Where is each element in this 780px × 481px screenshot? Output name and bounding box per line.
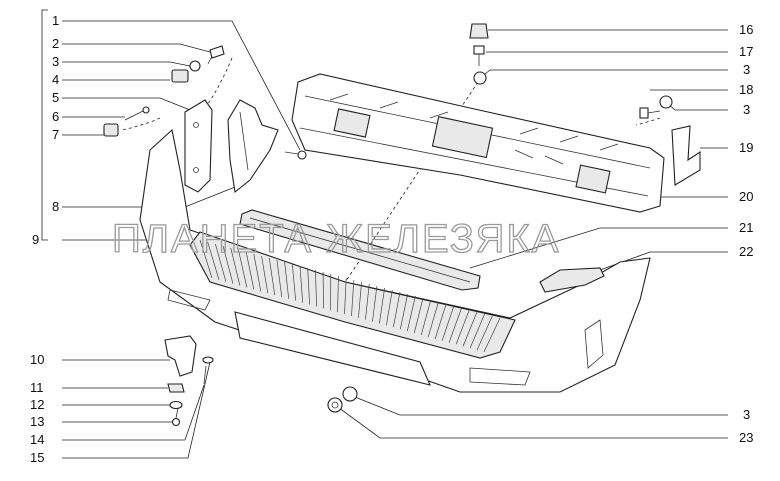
callout-left-3: 3 (52, 54, 59, 69)
grille-slats (199, 239, 501, 353)
grille-slat (207, 241, 220, 280)
callout-left-7: 7 (52, 127, 59, 142)
callout-right-23: 23 (739, 430, 753, 445)
bolt-17 (473, 45, 485, 66)
callout-group-bracket (41, 9, 48, 241)
grille-slat (427, 301, 439, 337)
fasteners (103, 23, 673, 427)
grille-slat (230, 247, 241, 286)
callout-bottom-14: 14 (30, 432, 44, 447)
callout-bottom-15: 15 (30, 450, 44, 465)
grille-slat (291, 263, 297, 301)
grille-slat (399, 293, 409, 330)
grille-slat (261, 255, 269, 294)
callout-bottom-11: 11 (30, 380, 44, 395)
callout-labels: 1 2 3 4 5 6 7 8 9 10 11 12 13 14 15 16 1… (30, 13, 753, 465)
bracket-10 (164, 335, 197, 377)
callout-right-18: 18 (739, 82, 753, 97)
callout-right-22: 22 (739, 244, 753, 259)
callout-left-5: 5 (52, 90, 59, 105)
grille-slat (434, 303, 447, 339)
grille-slat (358, 281, 362, 318)
grille-slat (315, 269, 317, 307)
side-guide (227, 99, 279, 194)
bolt-2 (207, 45, 225, 65)
callout-left-1: 1 (52, 13, 59, 28)
grille-slat (268, 257, 276, 296)
grille-slat (372, 285, 378, 322)
callout-bottom-13: 13 (30, 414, 44, 429)
screw-13 (171, 407, 181, 427)
grille-slat (462, 311, 478, 347)
clip-11 (167, 383, 185, 393)
clip-4 (171, 69, 189, 83)
grille-slat (199, 239, 213, 279)
callout-right-19: 19 (739, 140, 753, 155)
washer-12 (169, 400, 183, 410)
callout-bottom-12: 12 (30, 397, 44, 412)
grille-slat (386, 289, 393, 326)
leader-lines (62, 20, 728, 459)
grille-slat (455, 309, 470, 345)
nut-3-left (189, 60, 201, 72)
callout-left-6: 6 (52, 109, 59, 124)
callout-left-4: 4 (52, 72, 59, 87)
grille-slat (299, 265, 304, 303)
callout-bottom-10: 10 (30, 352, 44, 367)
grille-slat (284, 261, 290, 299)
callout-right-3c: 3 (743, 407, 750, 422)
bolt-18 (639, 107, 661, 119)
grille-slat (441, 305, 455, 341)
watermark: ПЛАНЕТА ЖЕЛЕЗЯКА (112, 217, 560, 261)
grille-slat (238, 249, 248, 288)
callout-left-2: 2 (52, 36, 59, 51)
grille-slat (420, 299, 432, 336)
grille-slat (392, 291, 401, 328)
grille-slat (448, 307, 462, 343)
grille-slat (379, 287, 385, 324)
nut-3-bottom (342, 386, 358, 402)
right-side-bracket (671, 125, 701, 186)
bumper-reinforcement-beam (291, 73, 665, 213)
grille-slat (365, 283, 370, 320)
grille-slat (406, 295, 416, 332)
callout-right-17: 17 (739, 44, 753, 59)
grille-slat (413, 297, 424, 334)
callout-left-8: 8 (52, 199, 59, 214)
grille-slat (469, 313, 485, 349)
nut-23 (327, 397, 343, 413)
callout-right-3b: 3 (743, 102, 750, 117)
screw-1 (284, 150, 307, 160)
bumper-cover (139, 128, 651, 393)
grille-slat (483, 317, 501, 353)
callout-right-3a: 3 (743, 62, 750, 77)
washer-15 (202, 356, 214, 364)
grille-slat (307, 267, 310, 305)
clip-7 (103, 123, 119, 137)
nut-3-right (659, 95, 673, 109)
grille-slat (276, 259, 283, 298)
callout-left-9: 9 (32, 232, 39, 247)
side-bracket (184, 99, 213, 193)
grille-slat (476, 315, 493, 351)
grille-slat (215, 243, 227, 282)
upper-trim-strip (239, 209, 481, 291)
callout-right-20: 20 (739, 189, 753, 204)
callout-right-21: 21 (739, 220, 753, 235)
grille-slat (245, 251, 255, 290)
grille-slat (253, 253, 262, 292)
grille-slat (351, 279, 355, 316)
grille-slat (337, 275, 339, 313)
grille-slat (322, 271, 324, 309)
grille-slat (344, 277, 347, 315)
callout-right-16: 16 (739, 22, 753, 37)
cap-16 (469, 23, 489, 39)
screw-14 (203, 365, 207, 385)
nut-3-top (473, 71, 487, 85)
screw-6 (124, 109, 146, 121)
grille-slat (222, 245, 234, 284)
corner-trim (539, 267, 605, 293)
